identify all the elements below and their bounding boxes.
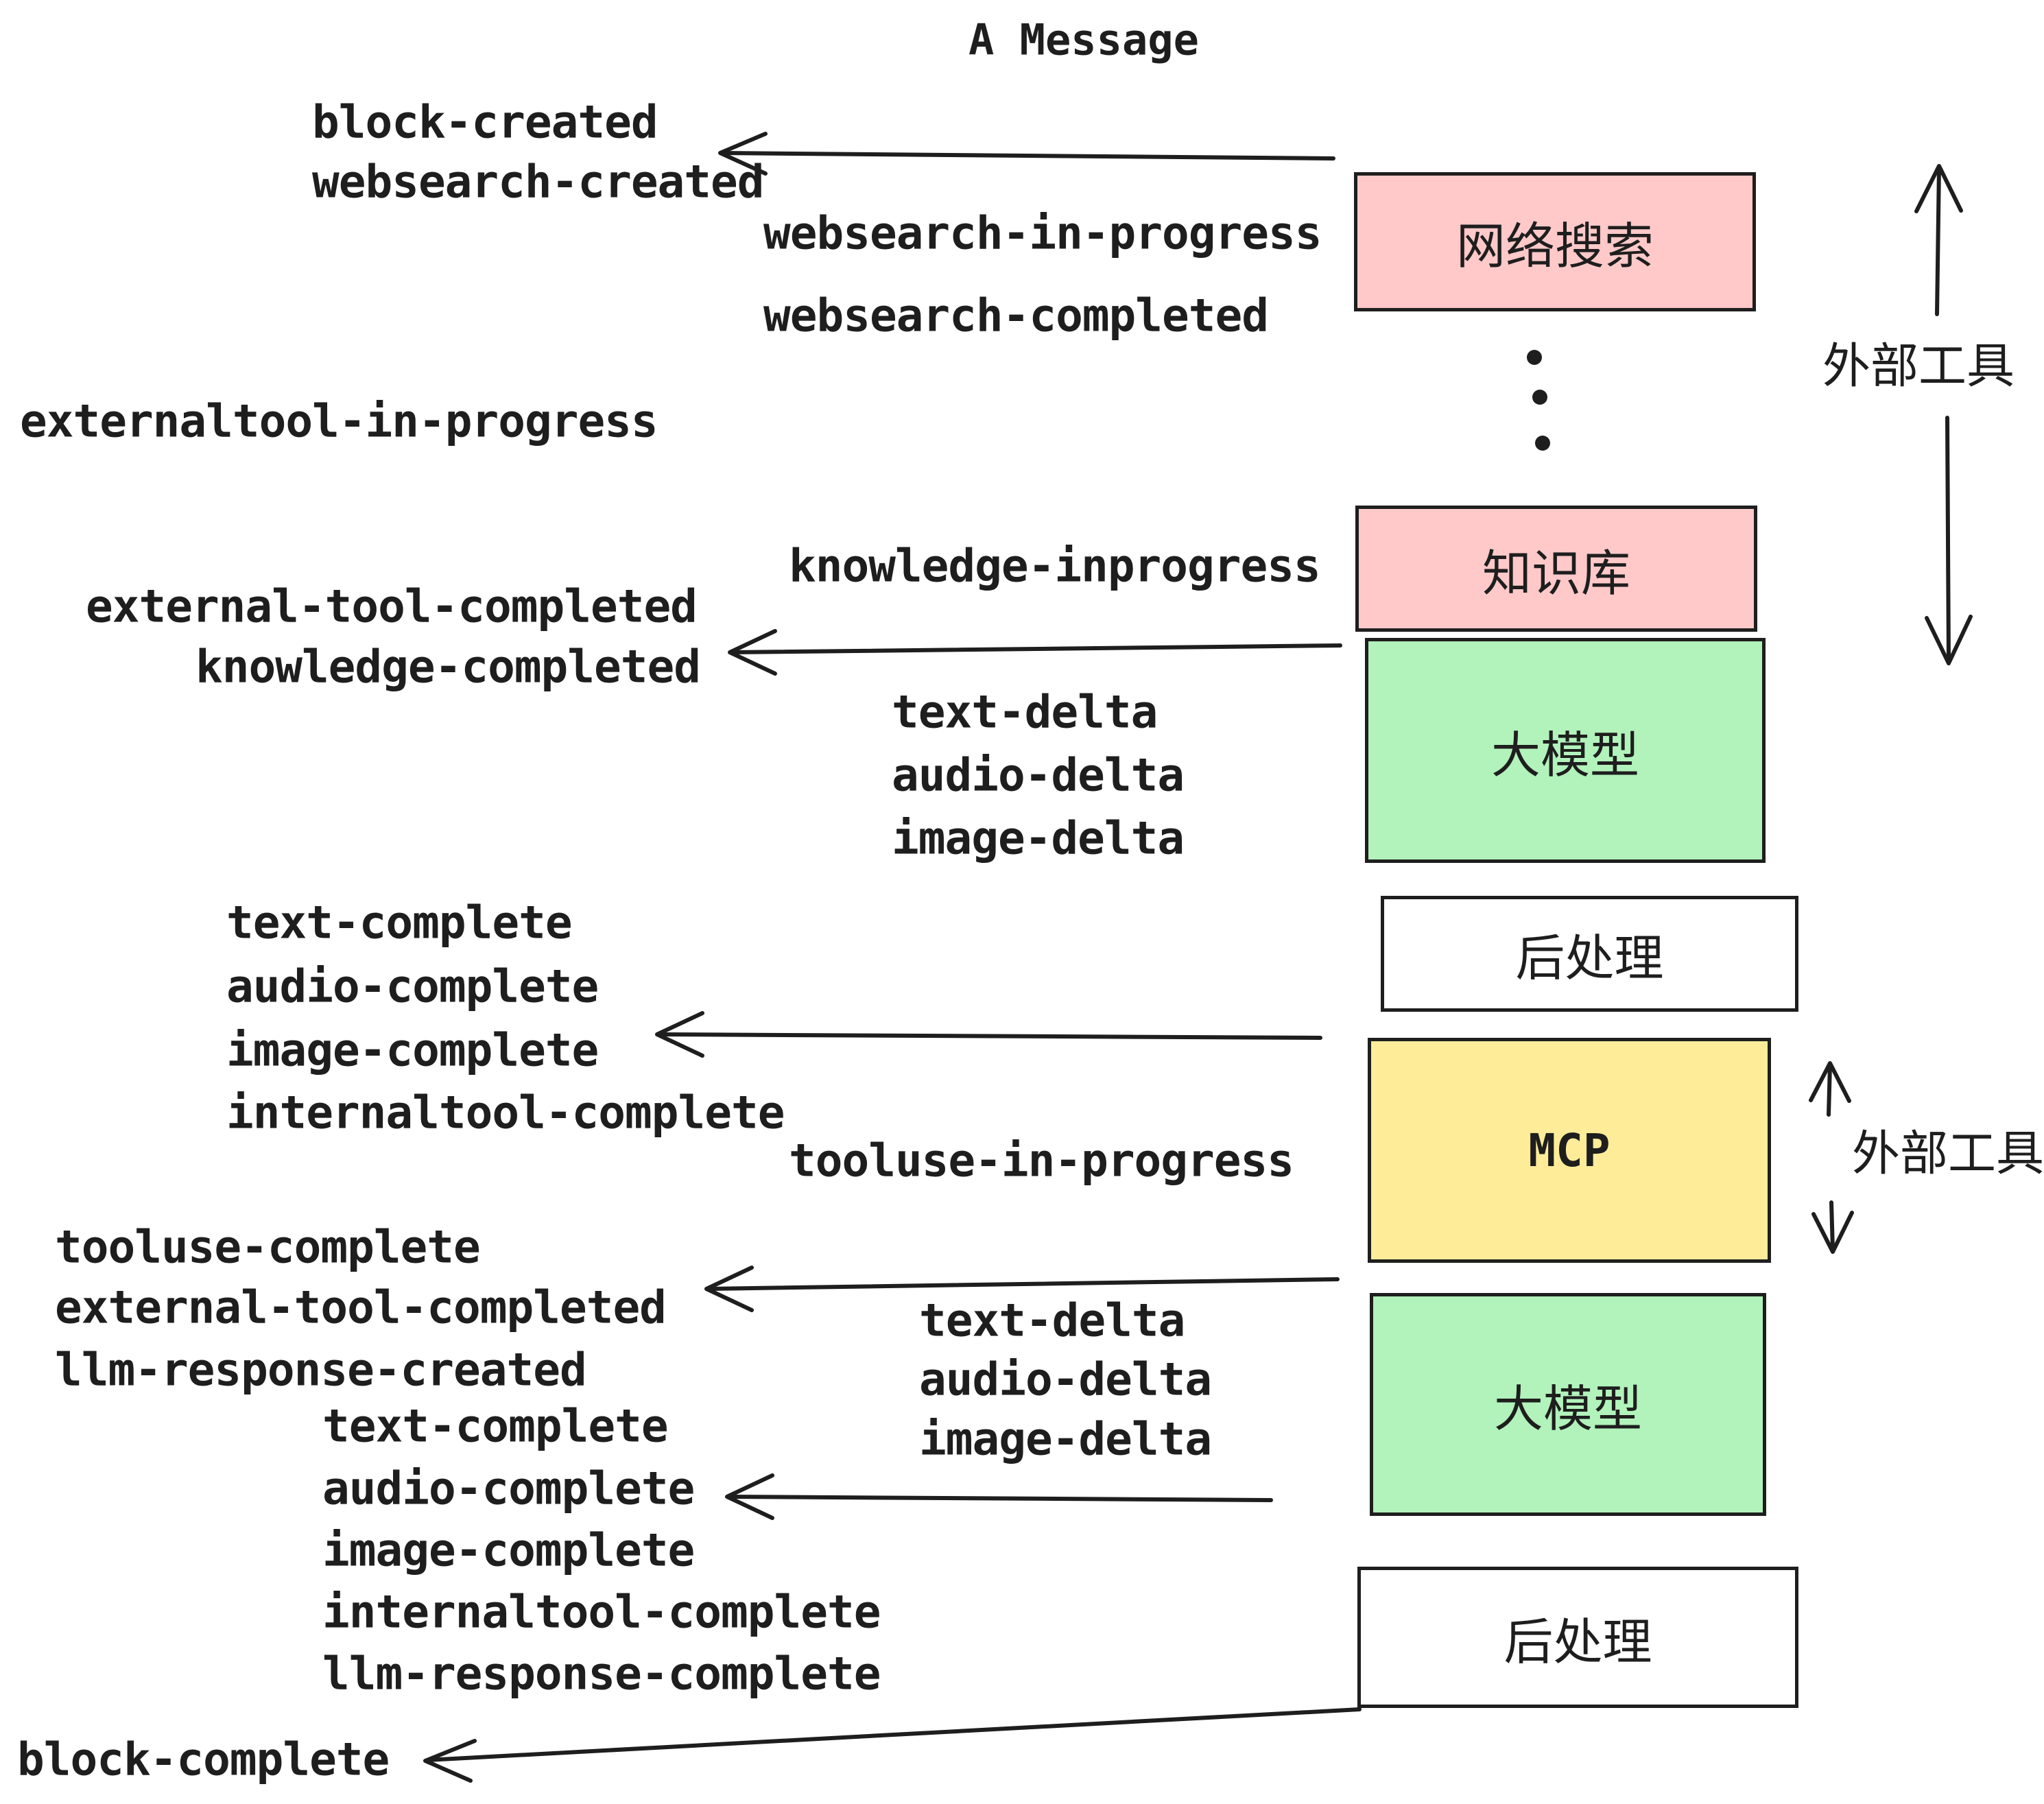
event-image-complete-2: image-complete: [322, 1523, 695, 1577]
event-llm-response-created: llm-response-created: [55, 1343, 587, 1397]
box-postprocess-2-label: 后处理: [1504, 1613, 1652, 1671]
box-llm-1-label: 大模型: [1490, 726, 1639, 784]
box-llm-1: 大模型: [1365, 638, 1766, 863]
event-knowledge-inprogress: knowledge-inprogress: [789, 539, 1321, 593]
arrow-postprocess2-to-block-complete: [423, 1707, 1362, 1783]
event-knowledge-completed: knowledge-completed: [195, 640, 701, 693]
event-block-complete: block-complete: [17, 1733, 390, 1786]
box-websearch: 网络搜索: [1354, 172, 1756, 311]
event-tooluse-in-progress: tooluse-in-progress: [789, 1134, 1294, 1187]
box-postprocess-1: 后处理: [1381, 896, 1798, 1012]
arrow-websearch-to-block-created: [718, 132, 1335, 176]
event-websearch-completed: websearch-completed: [763, 289, 1269, 342]
event-external-tool-completed-2: external-tool-completed: [55, 1281, 667, 1334]
event-text-complete: text-complete: [226, 896, 573, 949]
event-externaltool-in-progress: externaltool-in-progress: [20, 394, 658, 448]
event-websearch-created: websearch-created: [312, 155, 765, 209]
box-mcp: MCP: [1368, 1038, 1771, 1263]
box-llm-2-label: 大模型: [1493, 1380, 1642, 1438]
external-tools-double-arrow-1: [1914, 164, 1973, 665]
event-llm-response-complete: llm-response-complete: [322, 1647, 881, 1700]
diagram-title: A Message: [968, 14, 1199, 65]
event-internaltool-complete: internaltool-complete: [226, 1086, 785, 1139]
event-audio-complete-2: audio-complete: [322, 1462, 695, 1515]
box-postprocess-1-label: 后处理: [1515, 929, 1664, 987]
event-image-delta-2: image-delta: [919, 1412, 1212, 1466]
event-tooluse-complete: tooluse-complete: [55, 1220, 481, 1274]
arrow-knowledge-to-knowledge-completed: [728, 629, 1342, 676]
event-text-complete-2: text-complete: [322, 1399, 669, 1453]
event-audio-delta: audio-delta: [892, 748, 1185, 802]
box-knowledge-label: 知识库: [1482, 544, 1630, 602]
event-audio-delta-2: audio-delta: [919, 1353, 1212, 1406]
external-tools-double-arrow-2: [1809, 1061, 1854, 1254]
event-image-complete: image-complete: [226, 1023, 599, 1077]
event-text-delta-2: text-delta: [919, 1294, 1185, 1347]
external-tools-label-1: 外部工具: [1822, 337, 2015, 394]
event-block-created: block-created: [312, 95, 658, 149]
box-knowledge: 知识库: [1355, 506, 1757, 632]
box-websearch-label: 网络搜索: [1455, 217, 1654, 275]
arrow-postprocess1-to-image-complete: [655, 1011, 1322, 1058]
event-websearch-in-progress: websearch-in-progress: [763, 206, 1322, 260]
box-postprocess-2: 后处理: [1357, 1567, 1798, 1708]
event-audio-complete: audio-complete: [226, 960, 599, 1013]
event-image-delta: image-delta: [892, 811, 1185, 865]
event-internaltool-complete-2: internaltool-complete: [322, 1585, 881, 1639]
box-mcp-label: MCP: [1528, 1124, 1611, 1177]
event-text-delta: text-delta: [892, 685, 1158, 739]
arrow-mcp-to-tooluse-complete: [704, 1266, 1340, 1312]
arrow-llm2-to-audio-complete: [725, 1473, 1273, 1520]
box-llm-2: 大模型: [1370, 1293, 1766, 1516]
external-tools-label-2: 外部工具: [1852, 1125, 2044, 1182]
event-external-tool-completed: external-tool-completed: [86, 580, 698, 633]
ellipsis-dots: [1527, 350, 1550, 451]
